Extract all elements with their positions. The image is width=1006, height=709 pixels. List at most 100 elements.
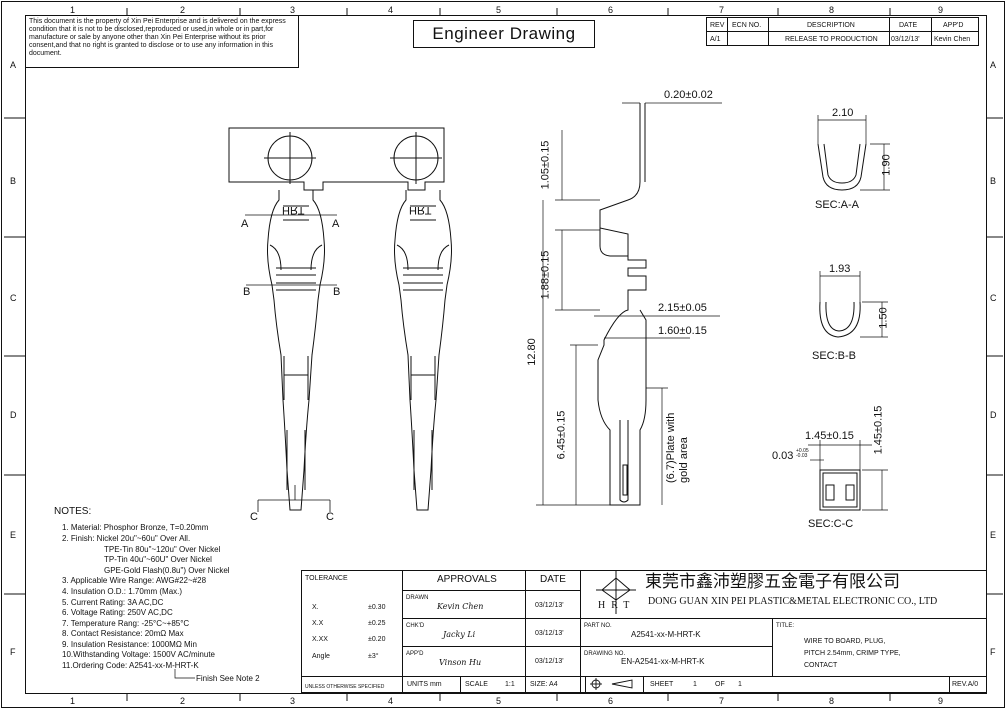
dim-overall: 12.80 [525, 338, 538, 366]
tol-value-xxx: ±0.20 [368, 636, 386, 643]
section-letter-b-left: B [243, 286, 251, 298]
drawing-title: Engineer Drawing [413, 20, 595, 48]
checked-date: 03/12/13' [535, 630, 564, 637]
front-view-geometry [228, 127, 452, 511]
confidentiality-notice: This document is the property of Xin Pei… [29, 18, 286, 57]
title-line-1: WIRE TO BOARD, PLUG, [804, 638, 886, 645]
rev-row-description: RELEASE TO PRODUCTION [785, 36, 878, 43]
section-letter-a-right: A [332, 218, 340, 230]
section-cc-geometry [808, 440, 888, 511]
note-10: 10.Withstanding Voltage: 1500V AC/minute [62, 650, 215, 659]
of-value: 1 [738, 681, 742, 688]
note-5: 5. Current Rating: 3A AC,DC [62, 598, 164, 607]
size: SIZE: A4 [530, 681, 558, 688]
drawn-role: DRAWN [406, 595, 429, 601]
note-4: 4. Insulation O.D.: 1.70mm (Max.) [62, 587, 183, 596]
grid-row-a: A [10, 60, 17, 70]
approved-date: 03/12/13' [535, 658, 564, 665]
grid-row-c-right: C [990, 293, 997, 303]
grid-row-e-right: E [990, 530, 997, 540]
grid-col-2-bottom: 2 [180, 696, 186, 706]
sec-cc-height: 1.45±0.15 [872, 405, 885, 455]
tolerance-heading: TOLERANCE [305, 575, 348, 582]
section-aa-geometry [817, 115, 890, 191]
rev-header-appd: APP'D [943, 22, 964, 29]
sheet-value: 1 [693, 681, 697, 688]
grid-col-4-bottom: 4 [388, 696, 394, 706]
grid-col-5: 5 [496, 5, 502, 15]
sec-aa-width: 2.10 [832, 107, 854, 119]
note-2a: TPE-Tin 80u"~120u" Over Nickel [104, 545, 221, 554]
drawn-date: 03/12/13' [535, 602, 564, 609]
drawing-no: EN-A2541-xx-M-HRT-K [621, 657, 705, 666]
note-2: 2. Finish: Nickel 20u"~60u" Over All. [62, 534, 191, 543]
tol-label-angle: Angle [312, 653, 330, 660]
notes-heading: NOTES: [54, 506, 92, 517]
tolerance-footer: UNLESS OTHERWISE SPECIFIED [305, 684, 385, 690]
projection-symbol-icon [590, 678, 633, 690]
section-letter-c-right: C [326, 511, 334, 523]
sec-bb-height: 1.50 [877, 307, 890, 329]
rev-row-rev: A/1 [710, 36, 721, 43]
sec-cc-width: 1.45±0.15 [805, 430, 854, 442]
tol-value-x: ±0.30 [368, 604, 386, 611]
company-logo-icon [596, 570, 636, 614]
grid-col-4: 4 [388, 5, 394, 15]
date-heading: DATE [540, 574, 566, 585]
grid-row-c: C [10, 293, 17, 303]
sec-cc-gap: 0.03 [772, 450, 794, 462]
tol-value-xx: ±0.25 [368, 620, 386, 627]
section-letter-a-left: A [241, 218, 249, 230]
drawn-name: Kevin Chen [437, 602, 484, 611]
grid-row-e: E [10, 530, 17, 540]
rev-row-appd: Kevin Chen [934, 36, 971, 43]
note-9: 9. Insulation Resistance: 1000MΩ Min [62, 640, 197, 649]
grid-row-d: D [10, 410, 17, 420]
contact-logo-text-2: HRT [409, 204, 432, 216]
rev-row-date: 03/12/13' [891, 36, 920, 43]
title-line-3: CONTACT [804, 662, 838, 669]
approvals-heading: APPROVALS [437, 574, 497, 585]
finish-callout: Finish See Note 2 [196, 674, 260, 683]
grid-col-5-bottom: 5 [496, 696, 502, 706]
sec-aa-height: 1.90 [880, 154, 893, 176]
company-logo-text: HRT [598, 600, 636, 611]
grid-col-7: 7 [719, 5, 725, 15]
sec-bb-width: 1.93 [829, 263, 851, 275]
title-line-2: PITCH 2.54mm, CRIMP TYPE, [804, 650, 901, 657]
section-letter-b-right: B [333, 286, 341, 298]
grid-col-2: 2 [180, 5, 186, 15]
dim-d5: 6.45±0.15 [555, 410, 568, 460]
note-2b: TP-Tin 40u"~60U" Over Nickel [104, 555, 212, 564]
grid-col-9-bottom: 9 [938, 696, 944, 706]
of-label: OF [715, 681, 725, 688]
grid-col-8-bottom: 8 [829, 696, 835, 706]
grid-row-f: F [10, 647, 16, 657]
plate-note: (6.7)Plate with gold area [665, 412, 690, 483]
note-8: 8. Contact Resistance: 20mΩ Max [62, 629, 184, 638]
grid-col-6: 6 [608, 5, 614, 15]
dim-d3: 2.15±0.05 [658, 302, 707, 314]
approved-role: APP'D [406, 651, 424, 657]
note-2c: GPE-Gold Flash(0.8u") Over Nickel [104, 566, 230, 575]
rev-header-description: DESCRIPTION [807, 22, 855, 29]
part-no-label: PART NO. [584, 623, 612, 629]
section-letter-c-left: C [250, 511, 258, 523]
company-name-en: DONG GUAN XIN PEI PLASTIC&METAL ELECTRON… [648, 596, 938, 607]
tol-label-xxx: X.XX [312, 636, 328, 643]
title-label: TITLE: [776, 623, 795, 629]
part-no: A2541-xx-M-HRT-K [631, 630, 701, 639]
section-bb-geometry [819, 271, 888, 338]
company-name-cn: 東莞市鑫沛塑膠五金電子有限公司 [645, 572, 900, 592]
dim-d4: 1.60±0.15 [658, 325, 707, 337]
sec-cc-label: SEC:C-C [808, 518, 854, 530]
units: UNITS mm [407, 681, 442, 688]
tol-label-xx: X.X [312, 620, 324, 627]
drawing-no-label: DRAWING NO. [584, 651, 626, 657]
rev-header-rev: REV [710, 22, 725, 29]
scale-label: SCALE [465, 681, 488, 688]
grid-row-d-right: D [990, 410, 997, 420]
side-view-geometry [597, 103, 647, 506]
grid-col-3: 3 [290, 5, 296, 15]
